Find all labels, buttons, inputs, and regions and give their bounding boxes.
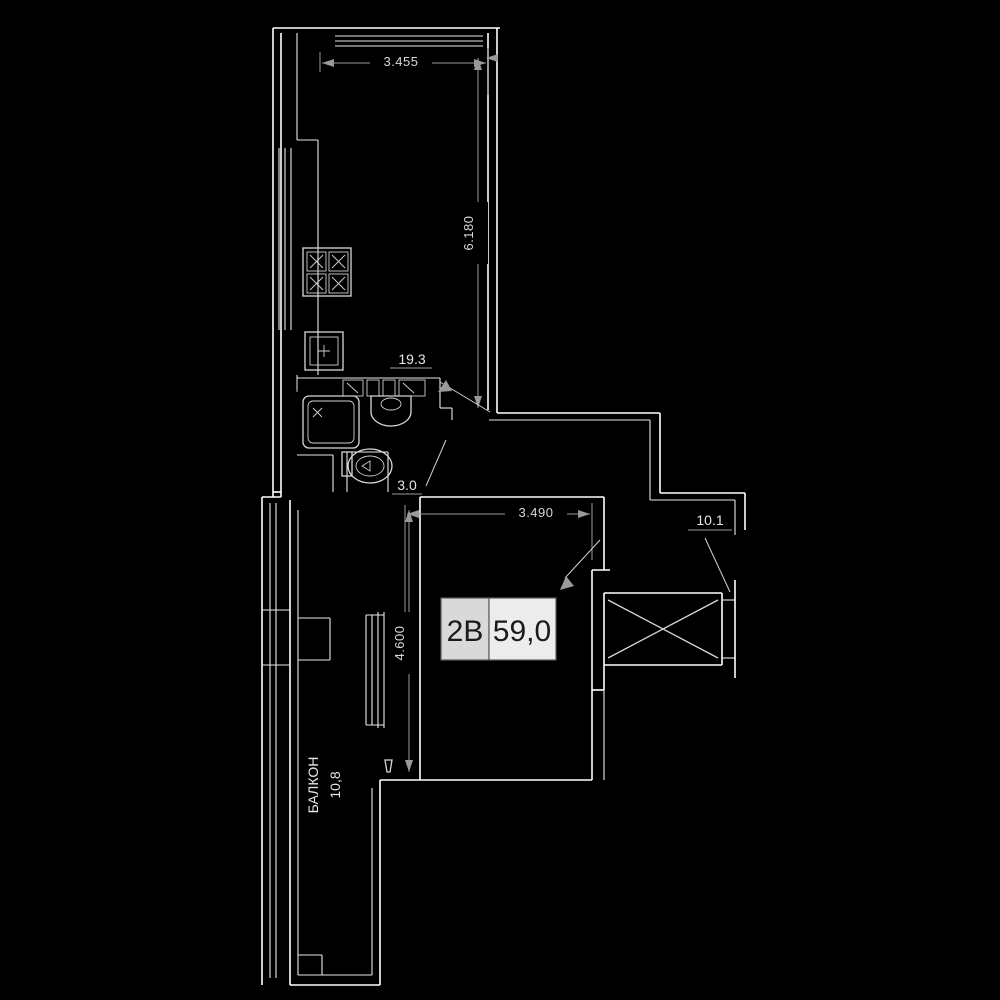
building-walls <box>261 27 746 986</box>
fixture-washbasin <box>370 395 412 427</box>
dimension-top-width: 3.455 <box>319 48 489 95</box>
dimension-living-height: 4.600 <box>392 510 419 772</box>
balcony-name: БАЛКОН <box>305 757 321 814</box>
dimension-living-width: 3.490 <box>404 503 593 620</box>
area-kitchen-living: 19.3 <box>398 351 425 367</box>
room-label-right-room: 10.1 <box>688 512 732 593</box>
fixture-toilet <box>341 448 393 484</box>
room-label-balcony: БАЛКОН 10,8 <box>305 757 343 814</box>
dimension-right-height: 6.180 <box>461 54 498 408</box>
badge-total-area: 59,0 <box>493 615 551 648</box>
dim-living-width-label: 3.490 <box>518 505 553 520</box>
room-label-kitchen-living: 19.3 <box>390 351 491 413</box>
area-right-room: 10.1 <box>696 512 723 528</box>
fixture-cabinets-row <box>342 379 426 397</box>
fixture-bathtub <box>302 395 360 449</box>
leader-living-room <box>560 539 601 590</box>
area-bathroom: 3.0 <box>397 477 417 493</box>
area-balcony: 10,8 <box>327 771 343 798</box>
door-marker-bottom <box>384 759 393 773</box>
apartment-badge: 2В 59,0 <box>440 597 557 661</box>
dim-living-height-label: 4.600 <box>392 625 407 660</box>
fixture-kitchen-sink <box>304 331 344 371</box>
dim-top-width-label: 3.455 <box>383 54 418 69</box>
dim-right-height-label: 6.180 <box>461 215 476 250</box>
fixture-stove <box>302 247 352 297</box>
badge-apartment-type: 2В <box>447 615 484 648</box>
room-label-bathroom: 3.0 <box>392 439 447 495</box>
